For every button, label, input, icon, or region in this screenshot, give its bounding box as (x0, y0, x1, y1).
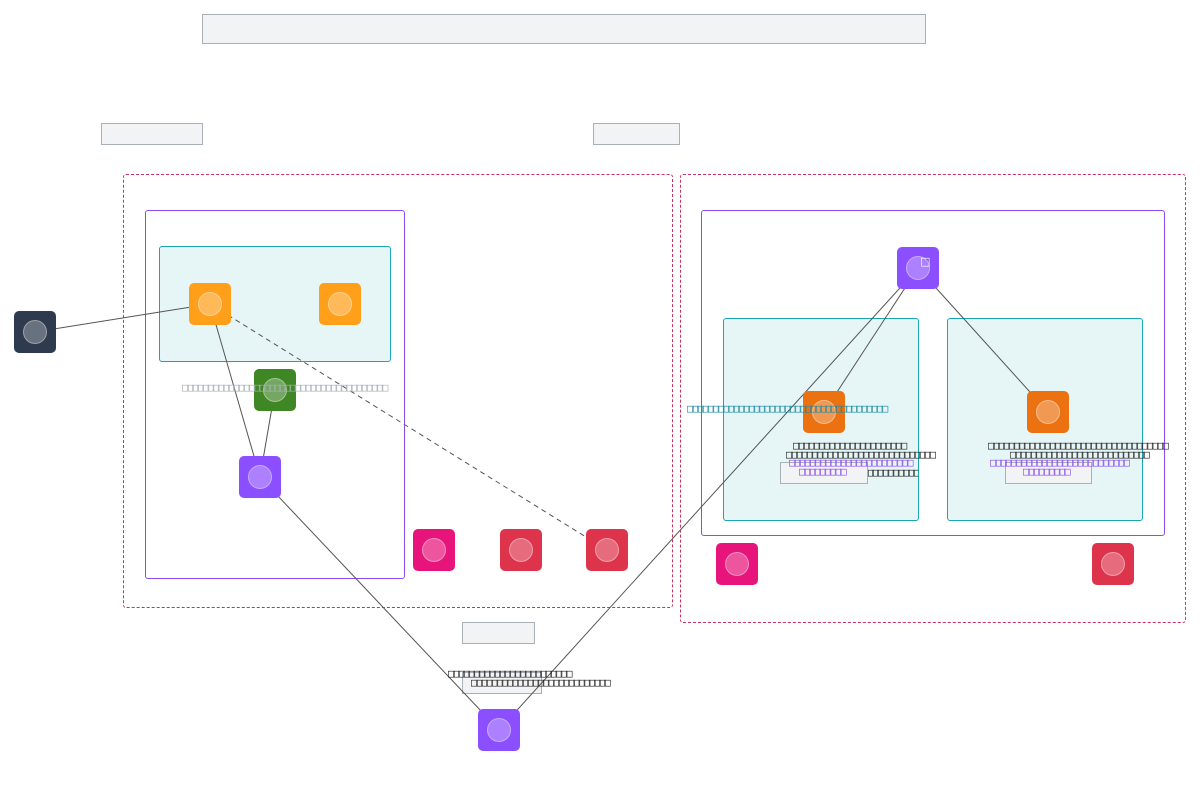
database-icon (586, 529, 628, 571)
edge-label-box-bottom (462, 622, 535, 644)
connection-arrow (259, 476, 500, 731)
node-label-o4-line1: □□□□□□□□□□□□□□□□□□□□□□□□□□□□□□□□□□□ (988, 439, 1169, 452)
node-label-o3-line4: □□□□□□□□□ (799, 465, 847, 478)
database-icon (500, 529, 542, 571)
subnet-label-right: □□□□□□□□□□□□□□□□□□□□□□□□□□□□□□□□□□□□□□□ (687, 402, 888, 415)
diagram-title-box (202, 14, 926, 44)
account-group-left (123, 174, 673, 608)
network-icon (239, 456, 281, 498)
compute-icon (319, 283, 361, 325)
node-label-o4-line4: □□□□□□□□□ (1023, 465, 1071, 478)
compute-icon (803, 391, 845, 433)
vpc-group-left (145, 210, 405, 579)
connection-arrow (498, 267, 919, 731)
storage-icon (254, 369, 296, 411)
node-label-o3-line5: □□□□□□□□□□□□□□□□□□□□□□□□□□□ (868, 467, 918, 479)
connection-arrow (823, 267, 919, 413)
vpc-group-right (701, 210, 1165, 536)
node-label-o3-line3: □□□□□□□□□□□□□□□□□□□□□□□□ (789, 456, 913, 469)
subnet-label-left: □□□□□□□□□□□□□□□□□□□□□□□□□□□□□□□□□□□□□□□□ (182, 381, 388, 394)
account-label-box-left (101, 123, 203, 145)
connection-arrow (209, 303, 262, 478)
connection-arrow (34, 301, 211, 333)
node-label-box-o3 (780, 462, 868, 484)
account-label-box-right (593, 123, 680, 145)
node-label-o3-line2: □□□□□□□□□□□□□□□□□□□□□□□□□□□□□ (786, 448, 936, 461)
node-label-o4-line3: □□□□□□□□□□□□□□□□□□□□□□□□□□□ (990, 456, 1130, 469)
user-icon (14, 311, 56, 353)
connection-arrow (209, 303, 608, 551)
network-icon (478, 709, 520, 751)
compute-icon (1027, 391, 1069, 433)
account-group-right (680, 174, 1186, 623)
node-glyph: □ (920, 255, 931, 268)
network-icon: □ (897, 247, 939, 289)
node-label-o4-line2: □□□□□□□□□□□□□□□□□□□□□□□□□□□ (1010, 448, 1150, 461)
integration-icon (716, 543, 758, 585)
node-label-box-o4 (1005, 462, 1092, 484)
connection-arrow (917, 267, 1049, 413)
compute-icon (189, 283, 231, 325)
node-label-bottom-line1: □□□□□□□□□□□□□□□□□□□□□□□□ (448, 667, 572, 680)
integration-icon (413, 529, 455, 571)
node-label-o3-line1: □□□□□□□□□□□□□□□□□□□□□□ (793, 439, 907, 452)
database-icon (1092, 543, 1134, 585)
node-label-bottom-line2: □□□□□□□□□□□□□□□□□□□□□□□□□□□ (471, 676, 611, 689)
